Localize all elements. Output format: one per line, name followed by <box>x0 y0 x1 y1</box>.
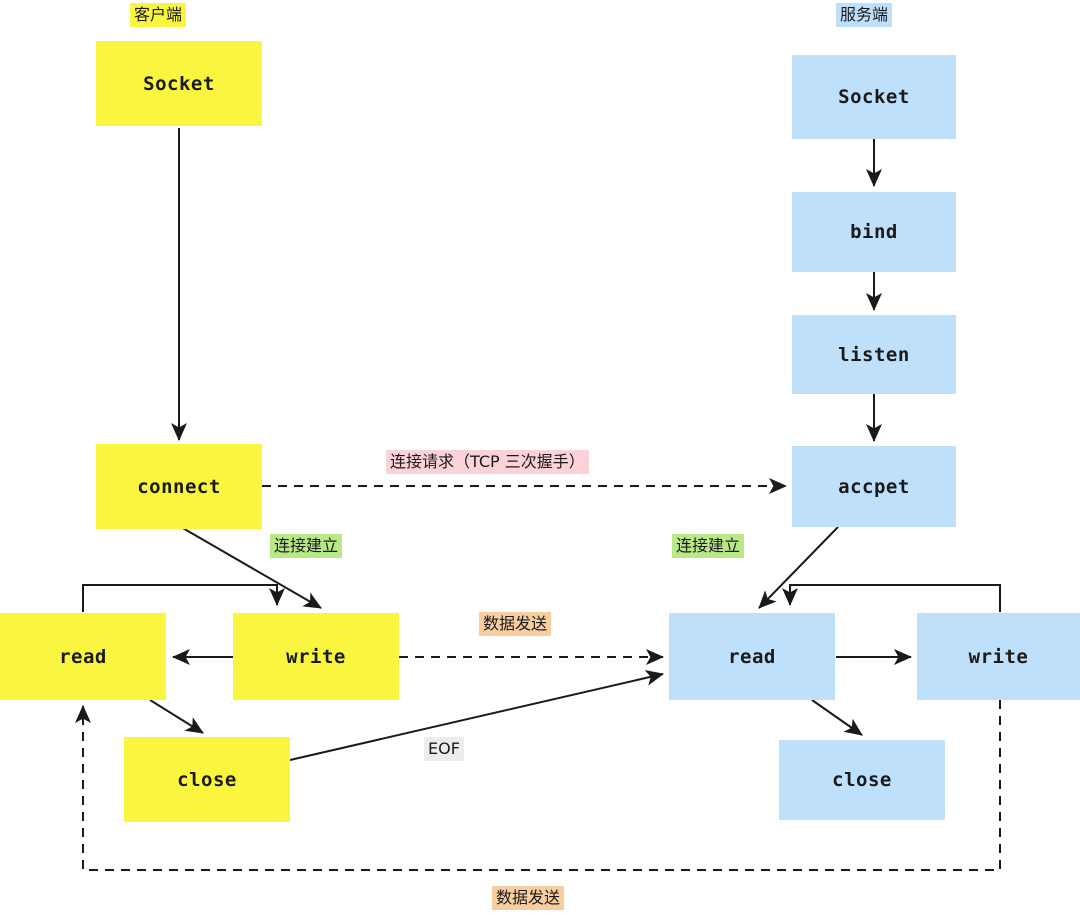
node-server-close-label: close <box>832 769 892 791</box>
node-server-read-label: read <box>728 645 776 668</box>
label-data-send-bottom: 数据发送 <box>492 886 565 910</box>
node-server-socket[interactable]: Socket <box>792 55 956 139</box>
label-connect-request: 连接请求（TCP 三次握手） <box>386 450 589 474</box>
node-client-close-label: close <box>177 768 237 791</box>
node-client-connect[interactable]: connect <box>96 444 262 529</box>
node-client-write-label: write <box>286 645 346 668</box>
node-server-listen-label: listen <box>838 343 910 366</box>
node-server-bind[interactable]: bind <box>792 192 956 272</box>
edge-server-accept-to-read <box>758 526 839 609</box>
node-client-socket-label: Socket <box>143 72 215 95</box>
node-client-read[interactable]: read <box>0 613 166 700</box>
label-eof: EOF <box>424 737 464 761</box>
node-server-read[interactable]: read <box>669 613 835 700</box>
node-server-listen[interactable]: listen <box>792 315 956 394</box>
node-server-bind-label: bind <box>850 221 898 243</box>
label-connection-established-server: 连接建立 <box>672 534 745 558</box>
edge-server-write-to-read-loop <box>782 584 1001 612</box>
node-client-close[interactable]: close <box>124 737 290 822</box>
node-server-close[interactable]: close <box>779 740 945 820</box>
node-server-accept[interactable]: accpet <box>792 446 956 527</box>
node-client-socket[interactable]: Socket <box>96 41 262 126</box>
node-server-write-label: write <box>968 645 1029 668</box>
node-server-write[interactable]: write <box>917 613 1080 700</box>
label-data-send-top: 数据发送 <box>479 612 552 636</box>
edge-client-read-to-write-loop <box>82 584 285 612</box>
node-client-read-label: read <box>59 645 107 668</box>
node-server-socket-label: Socket <box>838 86 910 108</box>
edge-server-read-to-close <box>811 699 863 736</box>
node-server-accept-label: accpet <box>838 475 910 498</box>
header-client: 客户端 <box>130 3 187 27</box>
edge-client-read-to-close <box>149 699 204 734</box>
node-client-connect-label: connect <box>137 475 221 498</box>
label-connection-established-client: 连接建立 <box>270 534 343 558</box>
node-client-write[interactable]: write <box>233 613 399 700</box>
header-server: 服务端 <box>836 3 893 27</box>
